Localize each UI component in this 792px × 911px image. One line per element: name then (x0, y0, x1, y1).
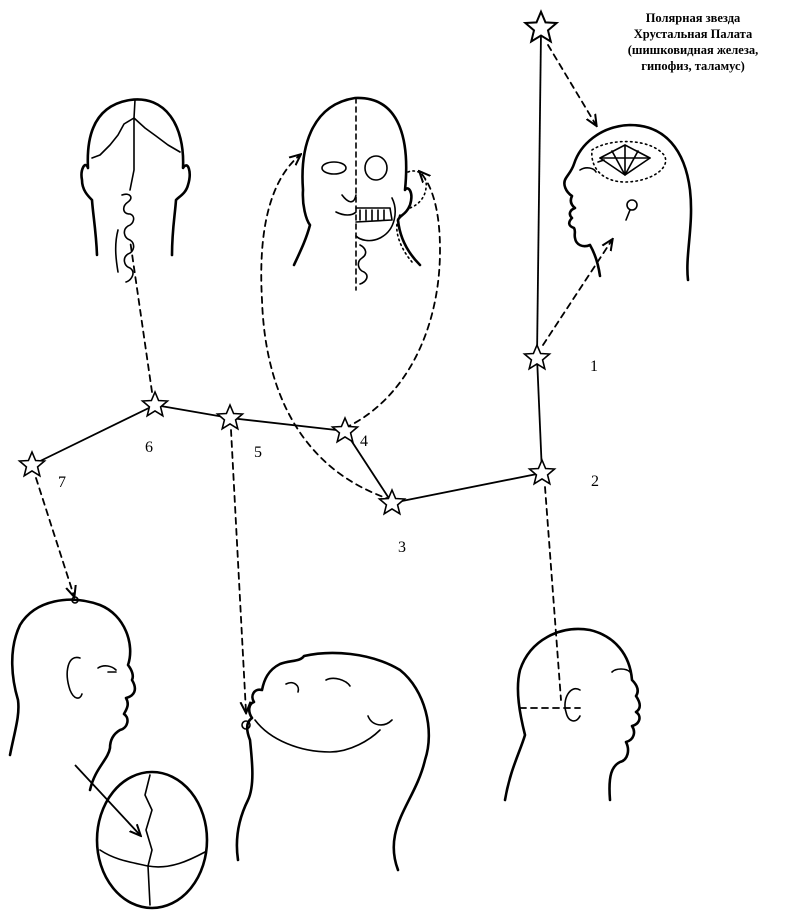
constellation-lines (32, 32, 542, 503)
star-7-to-crown-arrow (36, 478, 74, 596)
star-2-icon (530, 460, 555, 484)
star-label-4: 4 (360, 433, 368, 450)
star-7-icon (20, 452, 45, 476)
skull-crown-view-figure (97, 772, 207, 908)
star-6-to-back-head-line (130, 240, 152, 392)
star-label-5: 5 (254, 444, 262, 461)
star-1-to-ear-arrow (543, 240, 612, 345)
loop-left-arrow (261, 155, 392, 500)
star-label-2: 2 (591, 473, 599, 490)
star-2-to-star-3-line (392, 473, 542, 503)
star-5-icon (218, 405, 243, 429)
star-1-to-star-2-line (537, 357, 542, 473)
star-6-to-star-7-line (32, 405, 155, 465)
tilted-head-throat-figure (237, 653, 429, 870)
star-2-to-ear-line (545, 487, 561, 700)
caption-line-3: (шишковидная железа, (628, 43, 758, 57)
caption-line-2: Хрустальная Палата (634, 27, 753, 41)
polar-star-caption: Полярная звезда Хрустальная Палата (шишк… (628, 11, 758, 73)
star-6-icon (143, 392, 168, 416)
star-label-7: 7 (58, 474, 66, 491)
dashed-connectors (36, 45, 612, 712)
star-4-to-star-5-line (230, 418, 345, 431)
star-5-to-throat-arrow (231, 430, 246, 712)
face-skull-figure (294, 98, 426, 290)
ear-head-figure (505, 629, 640, 800)
back-of-head-figure (82, 99, 190, 282)
star-label-6: 6 (145, 439, 153, 456)
star-numbers: 1 2 3 4 5 6 7 (58, 358, 599, 556)
star-4-icon (333, 418, 358, 442)
polar-star-to-star-1-line (537, 32, 541, 357)
crystal-chamber-head-figure (564, 125, 691, 280)
star-3-icon (380, 490, 405, 514)
crown-head-figure (10, 597, 140, 835)
caption-line-4: гипофиз, таламус) (641, 59, 744, 73)
star-label-1: 1 (590, 358, 598, 375)
star-label-3: 3 (398, 539, 406, 556)
polar-star-to-crystal-chamber-arrow (548, 45, 596, 125)
stars (20, 12, 557, 514)
caption-line-1: Полярная звезда (646, 11, 741, 25)
